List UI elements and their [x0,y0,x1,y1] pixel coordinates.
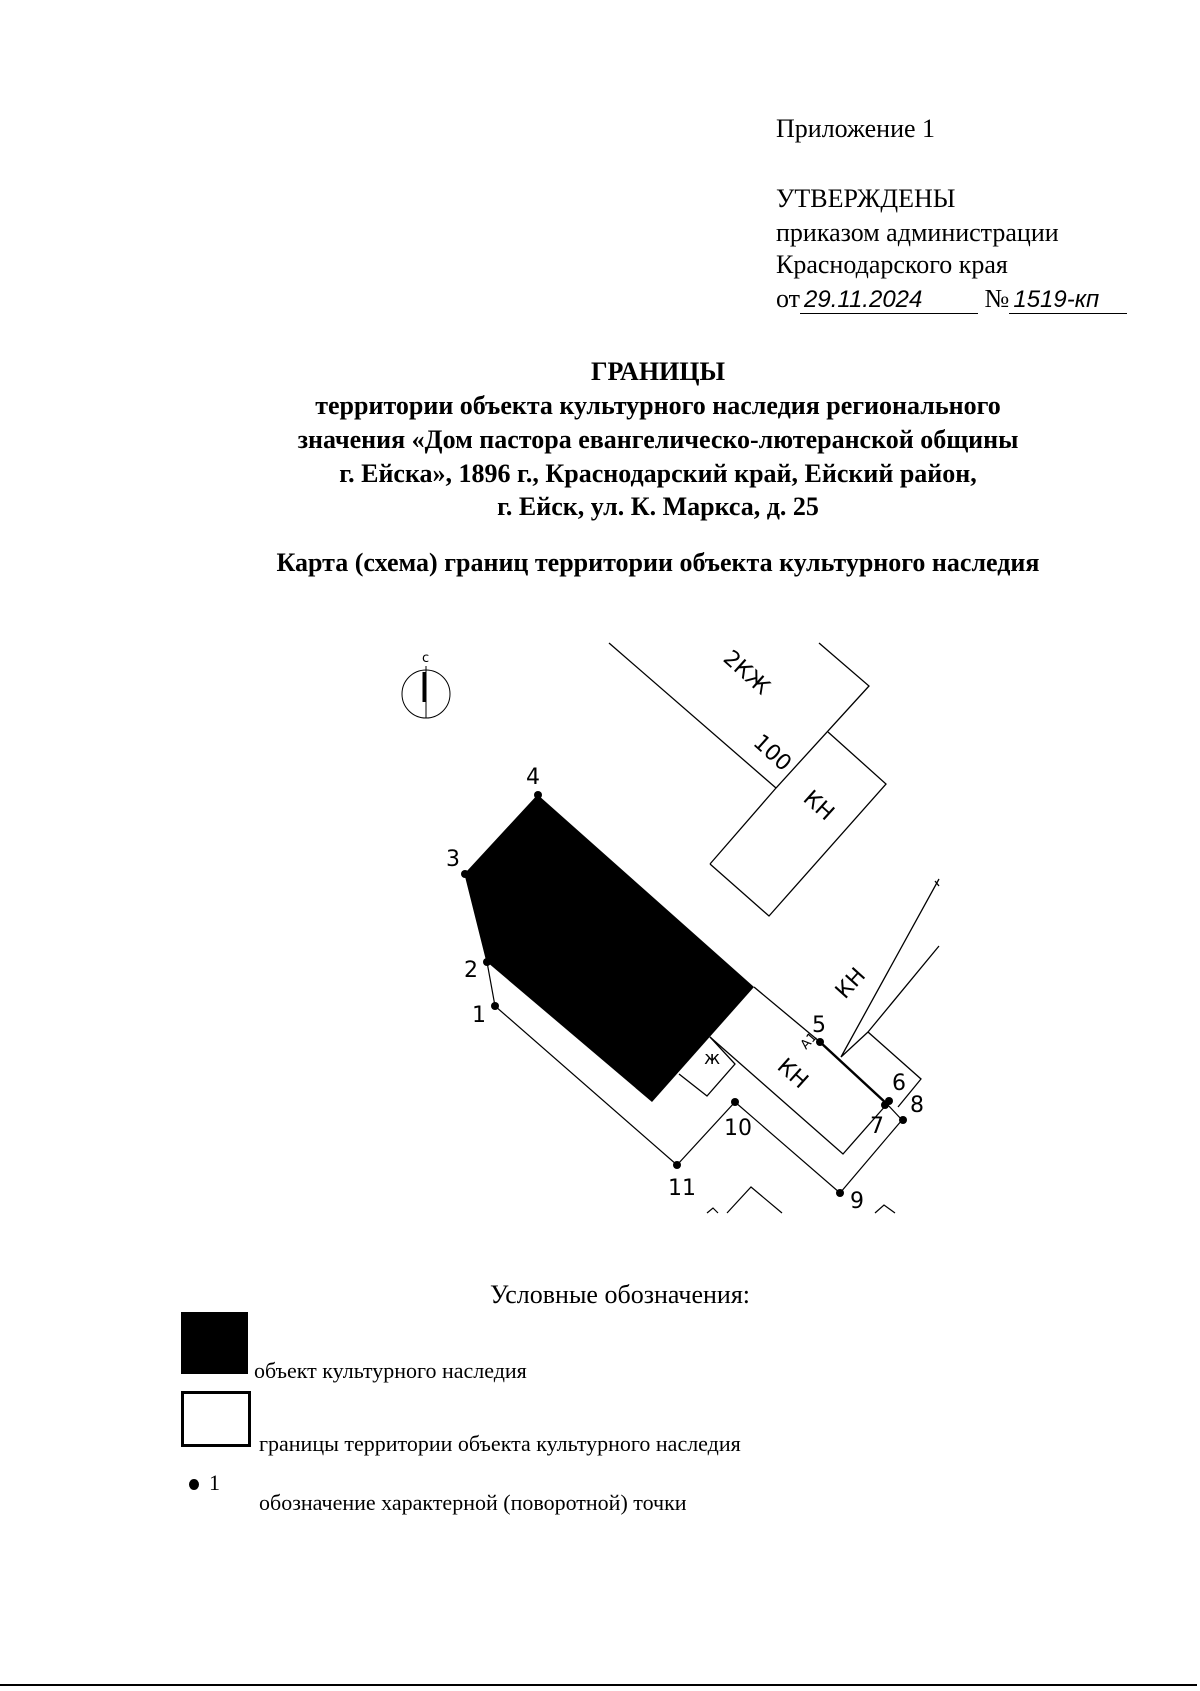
legend-heading: Условные обозначения: [489,1280,751,1309]
point-label-3: 3 [446,847,460,872]
point-label-1: 1 [472,1003,486,1028]
point-1 [491,1002,499,1010]
point-label-5: 5 [812,1013,826,1038]
north-label: с [422,651,429,666]
label-kn-lower: КН [772,1054,813,1094]
approved-by-line2: Краснодарского края [776,250,1008,279]
turning-points [461,791,907,1197]
point-3 [461,870,469,878]
building-kn-right-edge [840,878,940,1058]
approved-by-line1: приказом администрации [776,218,1059,247]
legend-object-label: объект культурного наследия [254,1358,527,1383]
point-label-7: 7 [870,1114,884,1139]
title-line-1: территории объекта культурного наследия … [315,391,1001,420]
document-heading: ГРАНИЦЫ [590,357,726,386]
appendix-label: Приложение 1 [776,114,936,143]
legend-boundary-swatch [181,1391,251,1447]
north-arrow-icon: с [401,651,451,719]
label-kn-upper: КН [798,786,839,826]
building-edge [753,986,821,1043]
point-label-4: 4 [526,765,540,790]
order-number: 1519-кп [1009,287,1128,314]
terrain-chevrons [706,1186,896,1214]
building-labels: 2КЖ 100 КН КН КН А1 ж [704,646,871,1094]
building-2kzh-edge [709,642,870,865]
point-label-2: 2 [464,958,478,983]
legend-object-swatch [181,1312,248,1374]
legend-point-dot [189,1479,199,1490]
label-zh: ж [704,1048,720,1069]
footer-divider [0,1684,1197,1686]
label-kn-right: КН [831,963,871,1004]
point-9 [836,1189,844,1197]
point-label-8: 8 [910,1093,924,1118]
building-zh [678,1036,736,1097]
point-7 [881,1101,889,1109]
date-prefix: от [776,284,801,313]
point-label-9: 9 [850,1189,864,1214]
order-date: 29.11.2024 [800,287,979,314]
point-labels: 1 2 3 4 5 6 7 8 9 10 11 [446,765,924,1214]
point-4 [534,791,542,799]
point-label-10: 10 [724,1116,752,1141]
legend-point-sample: 1 [209,1470,220,1495]
point-11 [673,1161,681,1169]
title-line-4: г. Ейск, ул. К. Маркса, д. 25 [497,492,819,521]
number-prefix: № [984,284,1010,313]
building-2kzh-edge [608,642,777,789]
legend-point-label: обозначение характерной (поворотной) точ… [259,1490,687,1515]
point-8 [899,1116,907,1124]
point-label-11: 11 [668,1176,696,1201]
title-line-2: значения «Дом пастора евангелическо-люте… [297,425,1019,454]
label-2kzh: 2КЖ [718,646,775,700]
point-2 [483,958,491,966]
boundary-segment-5-6 [819,1041,888,1105]
tick-mark [934,880,940,887]
point-10 [731,1098,739,1106]
map-subtitle: Карта (схема) границ территории объекта … [276,548,1040,577]
legend-boundary-label: границы территории объекта культурного н… [259,1431,741,1456]
building-kn-lower [709,1036,888,1155]
neighbor-buildings [608,642,940,1155]
point-5 [816,1038,824,1046]
heritage-object [465,795,754,1102]
point-label-6: 6 [892,1071,906,1096]
building-kn-right-edge [867,945,940,1108]
approved-label: УТВЕРЖДЕНЫ [776,184,956,213]
title-line-3: г. Ейска», 1896 г., Краснодарский край, … [339,459,977,488]
building-kn-upper [709,731,887,917]
